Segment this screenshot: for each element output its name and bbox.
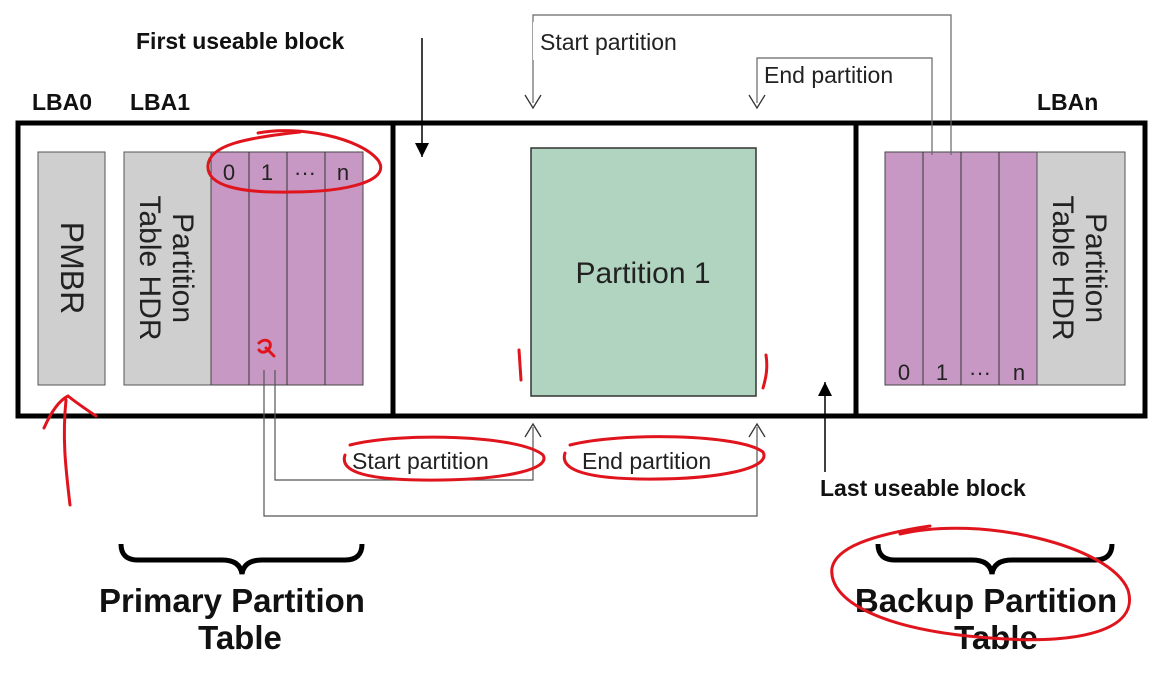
primary-hdr-line2: Table HDR [133,195,166,340]
primary-title-line1: Primary Partition [99,582,365,619]
backup-brace [875,543,1115,575]
primary-entry-ellipsis: ··· [294,160,316,185]
red-annotations [42,129,1131,642]
lban-label: LBAn [1037,89,1098,115]
bottom-end-partition-label: End partition [582,448,711,474]
backup-entry-1: 1 [936,360,948,385]
disk-frame [15,120,1148,419]
top-end-partition-connector: End partition [748,57,933,155]
partition-1-block: Partition 1 [530,147,757,397]
backup-hdr-line1: Partition [1079,213,1112,323]
bottom-end-partition-connector: End partition [263,370,766,517]
backup-hdr-line2: Table HDR [1046,195,1079,340]
primary-entry-0: 0 [223,160,235,185]
annotation-tick-right [761,353,769,390]
backup-entry-0: 0 [898,360,910,385]
last-useable-label: Last useable block [820,475,1026,501]
backup-entry-ellipsis: ··· [969,360,991,385]
pmbr-block: PMBR [37,151,106,386]
pmbr-label: PMBR [54,222,90,314]
annotation-circle-bottom-start [342,435,546,482]
partition-1-label: Partition 1 [575,257,710,290]
top-start-partition-connector: Start partition [524,14,952,155]
bottom-start-partition-label: Start partition [352,448,489,474]
backup-entries: 0 1 ··· n [884,151,1039,386]
annotation-arrow-pmbr [62,398,72,507]
primary-entry-1: 1 [261,160,273,185]
backup-title-line1: Backup Partition [855,582,1117,619]
primary-hdr-line1: Partition [166,213,199,323]
primary-title-line2: Table [198,619,282,656]
annotation-tick-left [517,348,523,382]
primary-header-block: Partition Table HDR [123,151,213,386]
lba0-label: LBA0 [32,89,92,115]
annotation-circle-primary-entries [206,129,383,194]
bottom-start-partition-connector: Start partition [274,370,542,481]
top-start-partition-label: Start partition [540,29,677,55]
backup-header-block: Partition Table HDR [1036,151,1126,386]
lba1-label: LBA1 [130,89,190,115]
top-end-partition-label: End partition [764,62,893,88]
primary-entry-n: n [337,160,349,185]
backup-entry-n: n [1013,360,1025,385]
first-useable-label: First useable block [136,28,345,54]
annotation-circle-bottom-end [562,435,766,481]
annotation-arrowhead-pmbr [42,394,98,430]
annotation-scribble [257,338,276,358]
annotation-circle-backup-title [830,524,1131,642]
primary-brace [118,543,365,575]
